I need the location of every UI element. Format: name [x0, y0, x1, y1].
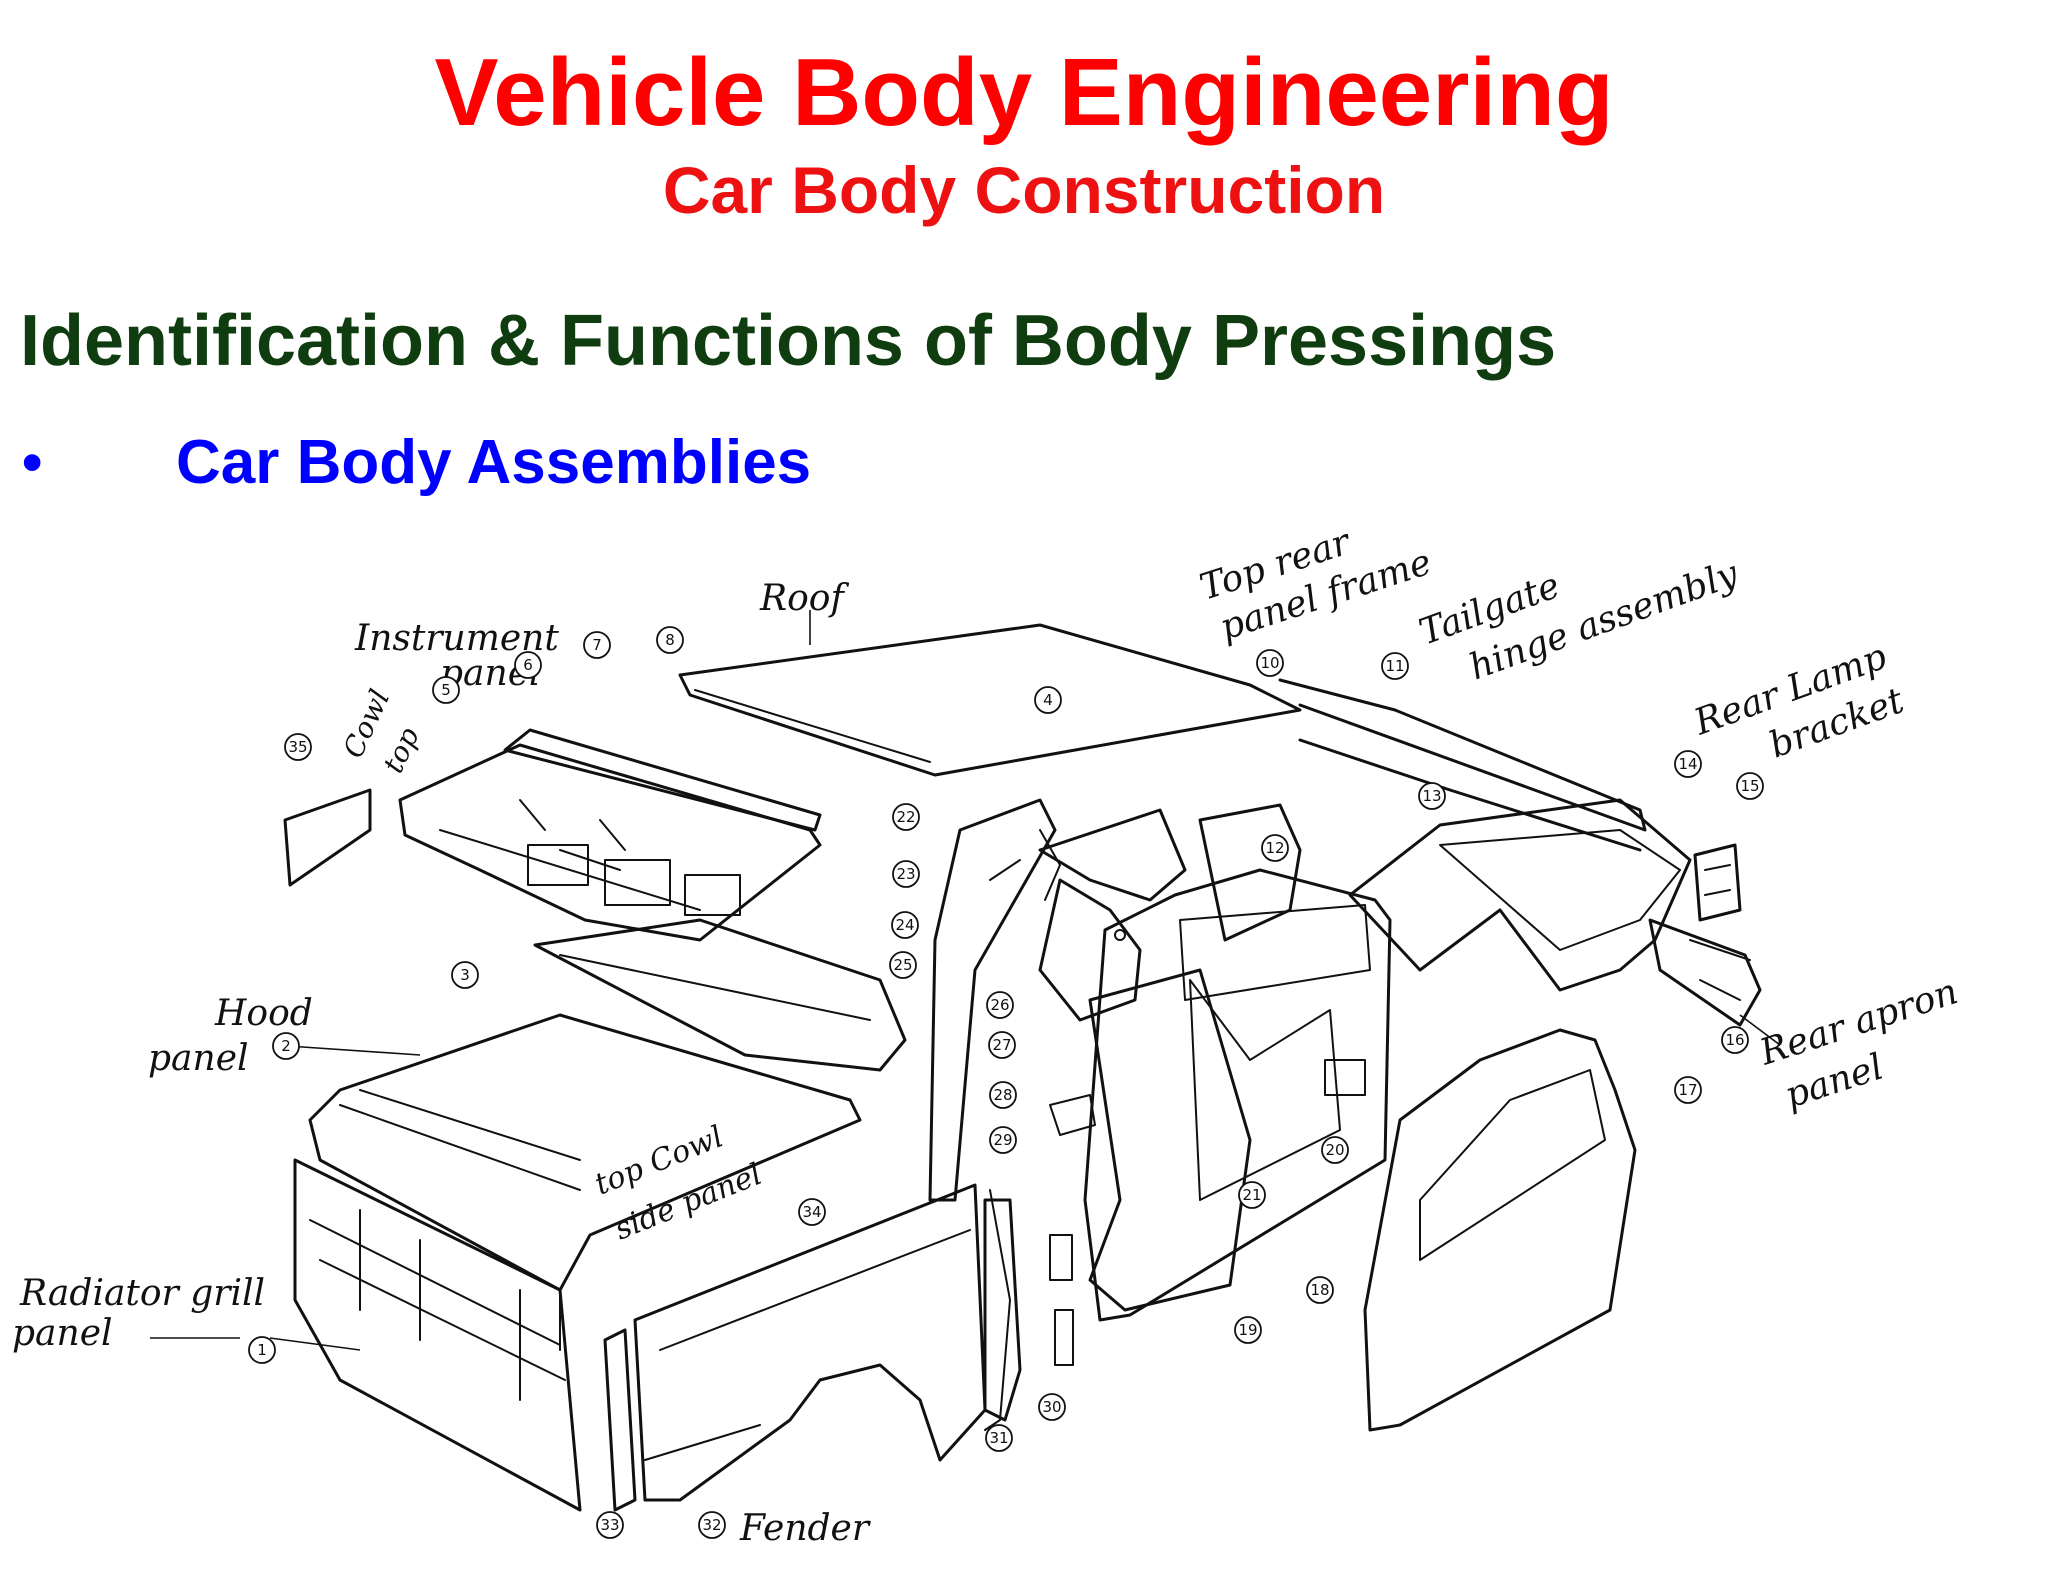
callout-circle-11 — [1381, 652, 1409, 680]
callout-number-32: 32 — [702, 1516, 721, 1534]
callout-circle-20 — [1321, 1136, 1349, 1164]
callout-circle-25 — [889, 951, 917, 979]
callout-circle-33 — [596, 1511, 624, 1539]
callout-number-27: 27 — [992, 1036, 1011, 1054]
label-roof: Roof — [759, 578, 849, 619]
label-radiator-line1: Radiator grill — [19, 1273, 265, 1314]
callout-circle-26 — [986, 991, 1014, 1019]
callout-circle-8 — [656, 626, 684, 654]
callout-circle-27 — [988, 1031, 1016, 1059]
callout-circle-15 — [1736, 772, 1764, 800]
car-body-assemblies-diagram: Instrument panel Roof Top rear panel fra… — [12, 521, 1963, 1549]
callout-circle-19 — [1234, 1316, 1262, 1344]
callout-circle-4 — [1034, 686, 1062, 714]
callout-circle-18 — [1306, 1276, 1334, 1304]
callout-number-5: 5 — [441, 681, 451, 699]
callout-circle-10 — [1256, 649, 1284, 677]
callout-number-24: 24 — [895, 916, 914, 934]
section-heading: Identification & Functions of Body Press… — [20, 301, 1557, 381]
callout-circle-30 — [1038, 1393, 1066, 1421]
callout-number-3: 3 — [460, 966, 470, 984]
callout-number-26: 26 — [990, 996, 1009, 1014]
callout-circle-28 — [989, 1081, 1017, 1109]
callout-circle-7 — [583, 631, 611, 659]
callout-number-10: 10 — [1260, 654, 1279, 672]
callout-number-21: 21 — [1242, 1186, 1261, 1204]
bullet-label: Car Body Assemblies — [176, 428, 812, 497]
callout-circle-22 — [892, 803, 920, 831]
bullet-icon: • — [22, 430, 43, 495]
callout-circle-6 — [514, 651, 542, 679]
callout-number-23: 23 — [896, 865, 915, 883]
callout-number-6: 6 — [523, 656, 533, 674]
callout-number-19: 19 — [1238, 1321, 1257, 1339]
callout-number-22: 22 — [896, 808, 915, 826]
callout-circle-14 — [1674, 750, 1702, 778]
callout-number-4: 4 — [1043, 691, 1053, 709]
callout-circle-29 — [989, 1126, 1017, 1154]
callout-number-34: 34 — [802, 1203, 821, 1221]
callout-circle-21 — [1238, 1181, 1266, 1209]
callout-circle-34 — [798, 1198, 826, 1226]
label-fender: Fender — [739, 1508, 871, 1549]
callout-number-11: 11 — [1385, 657, 1404, 675]
callout-circle-2 — [272, 1032, 300, 1060]
callout-number-25: 25 — [893, 956, 912, 974]
callout-number-16: 16 — [1725, 1031, 1744, 1049]
callout-circle-23 — [892, 860, 920, 888]
callout-number-8: 8 — [665, 631, 675, 649]
callout-number-29: 29 — [993, 1131, 1012, 1149]
callout-number-33: 33 — [600, 1516, 619, 1534]
callout-circle-1 — [248, 1336, 276, 1364]
callout-number-20: 20 — [1325, 1141, 1344, 1159]
callout-number-13: 13 — [1422, 787, 1441, 805]
callout-circle-5 — [432, 676, 460, 704]
callout-circle-3 — [451, 961, 479, 989]
callout-number-1: 1 — [257, 1341, 267, 1359]
label-hood-line2: panel — [148, 1038, 249, 1079]
page-subtitle: Car Body Construction — [662, 153, 1386, 227]
callout-number-17: 17 — [1678, 1081, 1697, 1099]
callout-number-30: 30 — [1042, 1398, 1061, 1416]
callout-number-31: 31 — [989, 1429, 1008, 1447]
callout-circle-32 — [698, 1511, 726, 1539]
page-title: Vehicle Body Engineering — [434, 39, 1614, 146]
callout-number-14: 14 — [1678, 755, 1697, 773]
car-body-drawing — [283, 623, 1762, 1512]
label-cowl-line2: top — [376, 722, 425, 778]
callout-circle-13 — [1418, 782, 1446, 810]
label-hood-line1: Hood — [214, 993, 313, 1034]
callout-circle-35 — [284, 733, 312, 761]
callout-circle-17 — [1674, 1076, 1702, 1104]
callout-circle-31 — [985, 1424, 1013, 1452]
handwritten-labels: Instrument panel Roof Top rear panel fra… — [12, 521, 1963, 1549]
callout-circle-12 — [1261, 834, 1289, 862]
callout-number-2: 2 — [281, 1037, 291, 1055]
callout-circle-16 — [1721, 1026, 1749, 1054]
leader-lines — [150, 610, 1781, 1351]
label-radiator-line2: panel — [12, 1313, 113, 1354]
callout-number-15: 15 — [1740, 777, 1759, 795]
callout-circle-24 — [891, 911, 919, 939]
callout-number-28: 28 — [993, 1086, 1012, 1104]
callout-number-35: 35 — [288, 738, 307, 756]
callout-number-7: 7 — [592, 636, 602, 654]
callout-number-12: 12 — [1265, 839, 1284, 857]
callout-number-18: 18 — [1310, 1281, 1329, 1299]
